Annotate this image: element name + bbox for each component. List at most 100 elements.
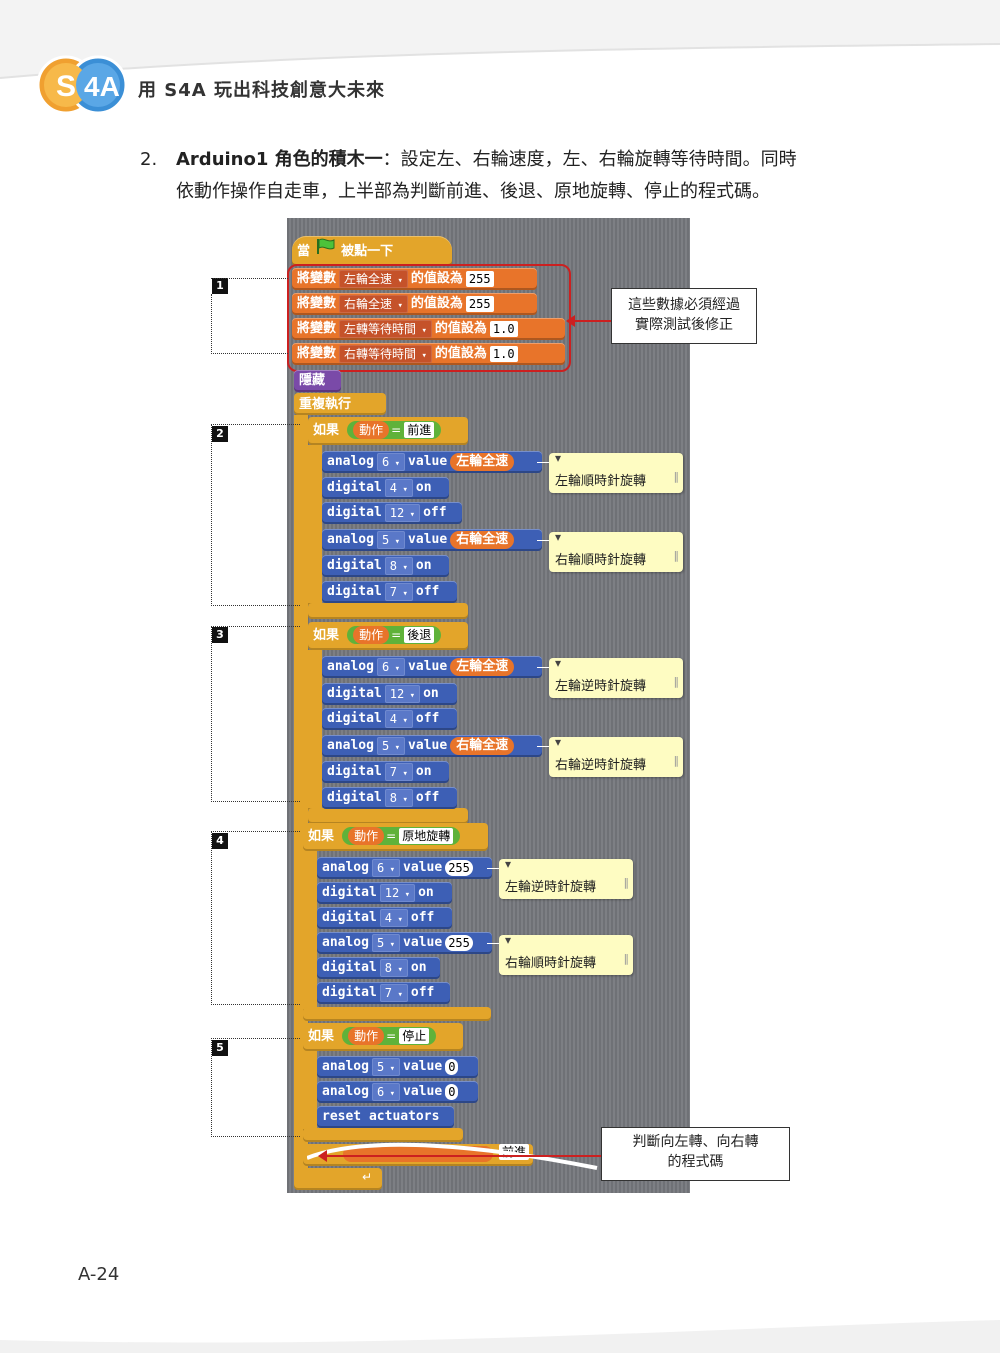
number-input[interactable]: 255 bbox=[445, 860, 473, 876]
comment-note[interactable]: 右輪逆時針旋轉 bbox=[549, 735, 683, 777]
pin-dropdown[interactable]: 6 bbox=[371, 859, 401, 877]
if-block-backward[interactable]: 如果 動作=後退 bbox=[308, 622, 468, 650]
pin-dropdown[interactable]: 7 bbox=[384, 763, 413, 781]
forever-block[interactable]: 重複執行 bbox=[294, 393, 386, 415]
set-label: 將變數 bbox=[297, 346, 337, 361]
comment-note[interactable]: 右輪順時針旋轉 bbox=[549, 530, 683, 572]
digital-block[interactable]: digital12on bbox=[317, 882, 452, 904]
pin-dropdown[interactable]: 5 bbox=[371, 1058, 401, 1076]
if-block-spin[interactable]: 如果 動作=原地旋轉 bbox=[303, 823, 488, 851]
digital-block[interactable]: digital8on bbox=[322, 555, 449, 577]
comment-note[interactable]: 左輪逆時針旋轉 bbox=[499, 857, 633, 899]
compare-value[interactable]: 前進 bbox=[404, 422, 435, 438]
forever-end: ↵ bbox=[294, 1168, 382, 1190]
pin-dropdown[interactable]: 7 bbox=[384, 583, 413, 601]
analog-block[interactable]: analog6value0 bbox=[317, 1081, 478, 1103]
pin-dropdown[interactable]: 8 bbox=[384, 789, 413, 807]
action-var-reporter[interactable]: 動作 bbox=[353, 626, 390, 644]
compare-value[interactable]: 原地旋轉 bbox=[399, 828, 454, 844]
hide-block[interactable]: 隱藏 bbox=[294, 370, 341, 392]
var-dropdown[interactable]: 右轉等待時間 bbox=[339, 345, 432, 363]
digital-block[interactable]: digital7off bbox=[317, 982, 450, 1004]
equals-operator[interactable]: 動作=後退 bbox=[347, 626, 442, 644]
pin-dropdown[interactable]: 8 bbox=[384, 557, 413, 575]
analog-block[interactable]: analog5value右輪全速 bbox=[322, 735, 542, 757]
set-to-label: 的值設為 bbox=[434, 346, 487, 361]
digital-block[interactable]: digital8off bbox=[322, 787, 457, 809]
if-block-stop[interactable]: 如果 動作=停止 bbox=[303, 1023, 463, 1051]
value-input[interactable]: 1.0 bbox=[489, 321, 518, 337]
comment-note[interactable]: 右輪順時針旋轉 bbox=[499, 933, 633, 975]
analog-block[interactable]: analog5value右輪全速 bbox=[322, 529, 542, 551]
scripts-area[interactable]: 當 被點一下 將變數左輪全速的值設為255 將變數右輪全速的值設為255 將變數… bbox=[287, 218, 690, 1193]
number-input[interactable]: 0 bbox=[445, 1059, 459, 1075]
compare-value[interactable]: 後退 bbox=[404, 627, 435, 643]
var-dropdown[interactable]: 左輪全速 bbox=[339, 270, 408, 288]
digital-block[interactable]: digital4on bbox=[322, 477, 449, 499]
digital-block[interactable]: digital4off bbox=[322, 708, 457, 730]
pin-dropdown[interactable]: 12 bbox=[384, 504, 421, 522]
pin-dropdown[interactable]: 12 bbox=[384, 685, 421, 703]
pin-dropdown[interactable]: 4 bbox=[384, 710, 413, 728]
when-flag-clicked-block[interactable]: 當 被點一下 bbox=[292, 236, 452, 266]
value-input[interactable]: 255 bbox=[465, 271, 494, 287]
digital-block[interactable]: digital12off bbox=[322, 502, 462, 524]
pin-dropdown[interactable]: 5 bbox=[371, 934, 401, 952]
state: on bbox=[410, 960, 427, 975]
var-dropdown[interactable]: 右輪全速 bbox=[339, 295, 408, 313]
pin-dropdown[interactable]: 4 bbox=[384, 479, 413, 497]
set-var-block-1[interactable]: 將變數左輪全速的值設為255 bbox=[292, 268, 537, 290]
footer-swoosh bbox=[0, 1320, 1000, 1353]
pin-dropdown[interactable]: 8 bbox=[379, 959, 408, 977]
var-dropdown[interactable]: 左轉等待時間 bbox=[339, 320, 432, 338]
equals-operator[interactable]: 動作=停止 bbox=[342, 1027, 437, 1045]
analog-block[interactable]: analog5value255 bbox=[317, 932, 492, 954]
action-var-reporter[interactable]: 動作 bbox=[348, 1027, 385, 1045]
var-reporter[interactable]: 左輪全速 bbox=[450, 658, 515, 676]
pin-dropdown[interactable]: 6 bbox=[376, 658, 406, 676]
pin-dropdown[interactable]: 6 bbox=[371, 1083, 401, 1101]
number-input[interactable]: 0 bbox=[445, 1084, 459, 1100]
var-reporter[interactable]: 左輪全速 bbox=[450, 453, 515, 471]
analog-block[interactable]: analog5value0 bbox=[317, 1056, 478, 1078]
pin-dropdown[interactable]: 5 bbox=[376, 737, 406, 755]
set-var-block-4[interactable]: 將變數右轉等待時間的值設為1.0 bbox=[292, 343, 565, 365]
comment-note[interactable]: 左輪逆時針旋轉 bbox=[549, 656, 683, 698]
digital-block[interactable]: digital7off bbox=[322, 581, 457, 603]
pin-dropdown[interactable]: 4 bbox=[379, 909, 408, 927]
set-var-block-3[interactable]: 將變數左轉等待時間的值設為1.0 bbox=[292, 318, 565, 340]
set-label: 將變數 bbox=[297, 321, 337, 336]
action-var-reporter[interactable]: 動作 bbox=[348, 827, 385, 845]
comment-note[interactable]: 左輪順時針旋轉 bbox=[549, 451, 683, 493]
compare-value[interactable]: 停止 bbox=[399, 1028, 430, 1044]
pin-dropdown[interactable]: 7 bbox=[379, 984, 408, 1002]
if-block-forward[interactable]: 如果 動作=前進 bbox=[308, 417, 468, 445]
analog-block[interactable]: analog6value左輪全速 bbox=[322, 656, 542, 678]
callout-number-2: 2 bbox=[212, 426, 228, 442]
pin-dropdown[interactable]: 6 bbox=[376, 453, 406, 471]
var-reporter[interactable]: 右輪全速 bbox=[450, 737, 515, 755]
action-var-reporter[interactable]: 動作 bbox=[353, 421, 390, 439]
value-input[interactable]: 1.0 bbox=[489, 346, 518, 362]
analog-block[interactable]: analog6value255 bbox=[317, 857, 492, 879]
hat-clicked-label: 被點一下 bbox=[341, 244, 394, 259]
if-label: 如果 bbox=[308, 1029, 335, 1044]
pin-dropdown[interactable]: 12 bbox=[379, 884, 416, 902]
pin-dropdown[interactable]: 5 bbox=[376, 531, 406, 549]
analog-block[interactable]: analog6value左輪全速 bbox=[322, 451, 542, 473]
digital-block[interactable]: digital4off bbox=[317, 907, 452, 929]
digital-block[interactable]: digital12on bbox=[322, 683, 457, 705]
equals-operator[interactable]: 動作=前進 bbox=[347, 421, 442, 439]
set-var-block-2[interactable]: 將變數右輪全速的值設為255 bbox=[292, 293, 537, 315]
kw: value bbox=[403, 1059, 443, 1074]
item-number: 2. bbox=[140, 149, 158, 170]
reset-actuators-block[interactable]: reset actuators bbox=[317, 1106, 454, 1128]
digital-block[interactable]: digital7on bbox=[322, 761, 449, 783]
number-input[interactable]: 255 bbox=[445, 935, 473, 951]
digital-block[interactable]: digital8on bbox=[317, 957, 440, 979]
value-input[interactable]: 255 bbox=[465, 296, 494, 312]
kw: analog bbox=[327, 454, 374, 469]
var-reporter[interactable]: 右輪全速 bbox=[450, 531, 515, 549]
equals-operator[interactable]: 動作=原地旋轉 bbox=[342, 827, 461, 845]
s4a-logo: S 4A bbox=[34, 54, 134, 116]
